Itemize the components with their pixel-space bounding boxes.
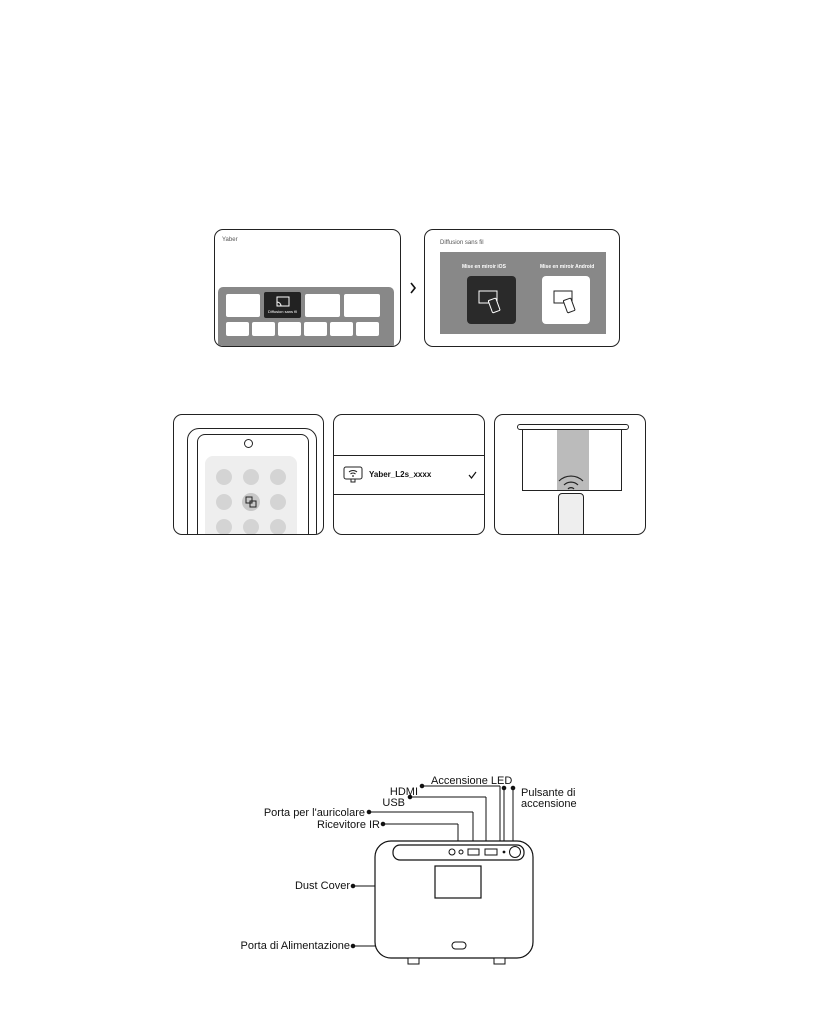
phone-control-panel bbox=[173, 414, 324, 535]
app-tile[interactable] bbox=[305, 294, 340, 317]
wireless-title: Diffusion sans fil bbox=[440, 240, 484, 246]
app-tile[interactable] bbox=[344, 294, 380, 317]
android-mirror-button[interactable] bbox=[542, 276, 590, 324]
phone-device bbox=[558, 493, 584, 535]
device-row[interactable]: Yaber_L2s_xxxx bbox=[334, 456, 485, 494]
control-button[interactable] bbox=[216, 519, 232, 535]
wireless-screen-panel: Diffusion sans fil Mise en miroir iOS Mi… bbox=[424, 229, 620, 347]
label-led: Accensione LED bbox=[431, 775, 512, 787]
screen-mirror-button[interactable] bbox=[242, 493, 260, 511]
ios-mirror-button[interactable] bbox=[467, 276, 516, 324]
phone-mirror-icon bbox=[476, 285, 506, 315]
wireless-tile-label: Diffusion sans fil bbox=[266, 309, 299, 314]
control-button[interactable] bbox=[270, 519, 286, 535]
label-dust-cover: Dust Cover bbox=[260, 880, 350, 892]
label-power-button-2: accensione bbox=[521, 798, 577, 810]
wifi-display-icon bbox=[343, 466, 363, 484]
camera-dot bbox=[244, 439, 253, 448]
device-list-panel: Yaber_L2s_xxxx bbox=[333, 414, 485, 535]
control-button[interactable] bbox=[270, 494, 286, 510]
label-headphone: Porta per l'auricolare bbox=[245, 807, 365, 819]
control-button[interactable] bbox=[243, 469, 259, 485]
cast-icon bbox=[276, 296, 290, 307]
ios-label: Mise en miroir iOS bbox=[462, 264, 506, 270]
android-label: Mise en miroir Android bbox=[540, 264, 594, 270]
small-tile[interactable] bbox=[226, 322, 249, 336]
screen-mirror-icon bbox=[245, 496, 257, 508]
small-tile[interactable] bbox=[356, 322, 379, 336]
label-ir: Ricevitore IR bbox=[300, 819, 380, 831]
control-button[interactable] bbox=[243, 519, 259, 535]
phone-mirror-icon bbox=[551, 285, 581, 315]
control-button[interactable] bbox=[216, 494, 232, 510]
control-center bbox=[205, 456, 297, 535]
home-brand: Yaber bbox=[222, 237, 238, 243]
small-tile[interactable] bbox=[252, 322, 275, 336]
check-icon bbox=[468, 471, 477, 479]
wireless-signal-icon bbox=[554, 469, 588, 493]
app-tray: Diffusion sans fil bbox=[218, 287, 394, 347]
home-screen-panel: Yaber Diffusion sans fil bbox=[214, 229, 401, 347]
small-tile[interactable] bbox=[330, 322, 353, 336]
mirror-area: Mise en miroir iOS Mise en miroir Androi… bbox=[440, 252, 606, 334]
chevron-right-icon bbox=[409, 282, 417, 294]
small-tile[interactable] bbox=[304, 322, 327, 336]
projection-panel bbox=[494, 414, 646, 535]
label-power-port: Porta di Alimentazione bbox=[190, 940, 350, 952]
control-button[interactable] bbox=[216, 469, 232, 485]
app-tile[interactable] bbox=[226, 294, 260, 317]
device-name: Yaber_L2s_xxxx bbox=[369, 470, 431, 479]
small-tile[interactable] bbox=[278, 322, 301, 336]
control-button[interactable] bbox=[270, 469, 286, 485]
divider bbox=[334, 494, 485, 495]
wireless-tile[interactable]: Diffusion sans fil bbox=[264, 292, 301, 318]
